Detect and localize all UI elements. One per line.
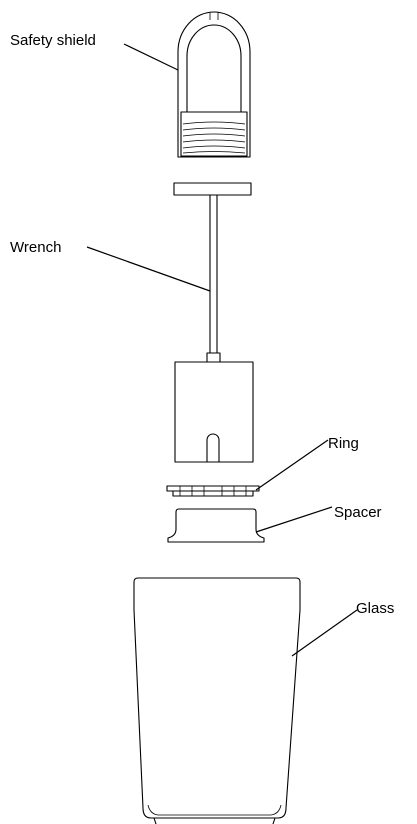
glass-part: [133, 577, 301, 824]
glass-label: Glass: [356, 600, 394, 617]
ring-part: [166, 485, 260, 497]
ring-label: Ring: [328, 435, 359, 452]
ring-leader: [255, 439, 329, 491]
wrench-leader: [86, 246, 211, 292]
spacer-part: [167, 508, 265, 543]
wrench-part: [173, 182, 254, 463]
safety-shield-label: Safety shield: [10, 32, 96, 49]
glass-leader: [291, 609, 358, 657]
spacer-label: Spacer: [334, 504, 382, 521]
safety-shield-leader: [123, 43, 179, 71]
safety-shield-part: [177, 11, 251, 158]
wrench-label: Wrench: [10, 239, 61, 256]
spacer-leader: [255, 506, 333, 533]
